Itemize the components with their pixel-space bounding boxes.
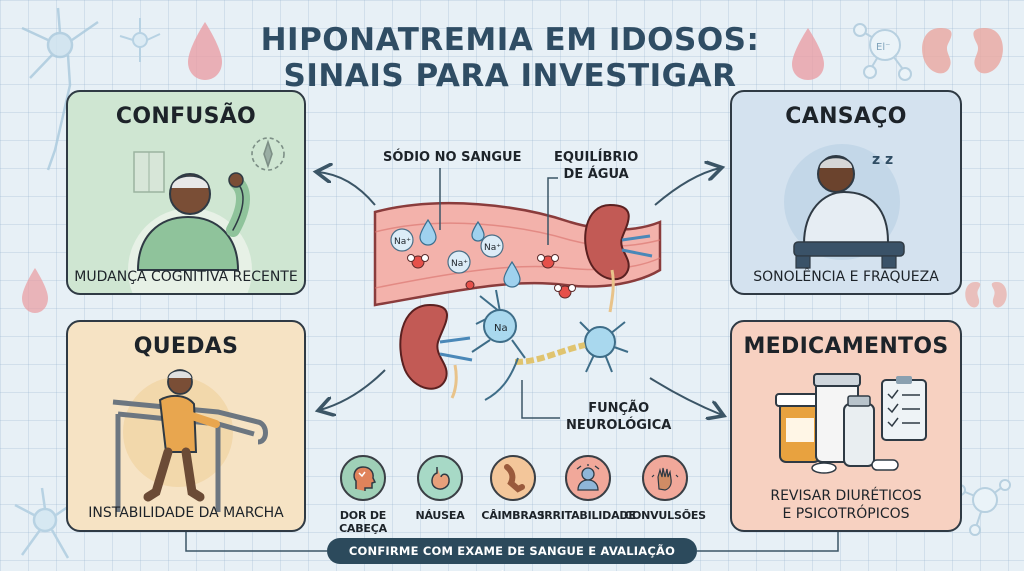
symptom-irritability: IRRITABILIDADE — [540, 455, 636, 522]
angry-person-icon — [576, 464, 600, 491]
sodium-label: SÓDIO NO SANGUE — [383, 150, 522, 165]
neuro-function-line-2: NEUROLÓGICA — [566, 418, 672, 433]
card-meds-title: MEDICAMENTOS — [743, 334, 949, 359]
page-title: HIPONATREMIA EM IDOSOS: SINAIS PARA INVE… — [230, 22, 790, 94]
head-profile-icon — [353, 466, 377, 491]
stomach-icon — [431, 467, 450, 490]
arrow-to-fatigue — [654, 168, 720, 206]
seizures-icon — [642, 455, 688, 501]
kidneys-small-decor-icon — [965, 282, 1007, 308]
confirm-banner: CONFIRME COM EXAME DE SANGUE E AVALIAÇÃO… — [327, 538, 697, 571]
cramps-icon — [490, 455, 536, 501]
water-label-connector — [547, 177, 558, 245]
symptom-nausea: NÁUSEA — [392, 455, 488, 522]
card-falls: QUEDAS INSTABILIDADE DA MARCHA — [66, 320, 306, 532]
sodium-ion-label-2: Na⁺ — [451, 259, 468, 269]
symptom-nausea-label: NÁUSEA — [415, 509, 465, 522]
card-fatigue-title: CANSAÇO — [785, 104, 907, 129]
card-meds-caption: REVISAR DIURÉTICOS E PSICOTRÓPICOS — [732, 487, 960, 523]
symptom-cramps: CÂIMBRAS — [465, 455, 561, 522]
arrow-to-meds — [649, 377, 722, 415]
symptom-irritability-label: IRRITABILIDADE — [540, 509, 636, 522]
card-meds: MEDICAMENTOS REVISAR DIURÉTICOS E PSICOT… — [730, 320, 962, 532]
blood-drop-left-icon — [22, 268, 48, 313]
symptom-cramps-label: CÂIMBRAS — [481, 509, 545, 522]
sodium-ion-label-1: Na⁺ — [394, 237, 411, 247]
card-falls-title: QUEDAS — [133, 334, 239, 359]
water-balance-line-2: DE ÁGUA — [563, 167, 629, 182]
card-fatigue: CANSAÇO z z SONOLÊNCIA E FRAQUEZA — [730, 90, 962, 295]
title-line-1: HIPONATREMIA EM IDOSOS: — [260, 22, 760, 58]
card-meds-caption-line-1: REVISAR DIURÉTICOS — [770, 488, 922, 504]
sodium-ion-label-3: Na⁺ — [484, 243, 501, 253]
electrolyte-molecule-icon — [853, 23, 912, 81]
arrow-to-falls — [320, 369, 386, 410]
water-balance-line-1: EQUILÍBRIO — [554, 150, 639, 165]
neuro-label-connector — [521, 380, 560, 419]
card-meds-caption-line-2: E PSICOTRÓPICOS — [782, 506, 910, 522]
shaking-hand-icon — [651, 467, 679, 491]
kidney-icon — [584, 203, 653, 313]
card-confusion-caption: MUDANÇA COGNITIVA RECENTE — [74, 269, 298, 285]
checklist-icon — [887, 389, 920, 428]
electrolyte-symbol: El⁻ — [876, 42, 890, 53]
symptom-headache-label: DOR DE CABEÇA — [339, 509, 387, 535]
blood-drop-icon — [188, 22, 222, 80]
title-line-2: SINAIS PARA INVESTIGAR — [283, 58, 737, 94]
symptom-seizures-label: CONVULSÕES — [624, 509, 706, 522]
symptom-seizures: CONVULSÕES — [617, 455, 713, 522]
card-confusion: CONFUSÃO MUDANÇA COGNITIVA RECENTE — [66, 90, 306, 295]
kidney-bottom-icon — [399, 303, 473, 399]
irritability-icon — [565, 455, 611, 501]
kidneys-decor-icon — [922, 28, 1003, 74]
medications-illustration — [775, 373, 927, 474]
banner-connector — [185, 532, 839, 552]
water-molecules-icon — [407, 254, 576, 299]
card-confusion-title: CONFUSÃO — [115, 104, 257, 129]
sleep-zzz-icon: z z — [872, 152, 894, 168]
small-neuron-decor-icon — [119, 18, 161, 62]
water-balance-label: EQUILÍBRIO DE ÁGUA — [554, 149, 638, 183]
neuro-function-line-1: FUNÇÃO — [588, 401, 650, 416]
blood-drop-right-icon — [792, 28, 824, 80]
arrow-to-confusion — [318, 172, 376, 206]
water-drops-icon — [419, 218, 521, 288]
neuron-icon — [471, 289, 629, 401]
confused-elder-illustration — [128, 137, 285, 293]
compass-icon — [251, 137, 285, 171]
card-falls-caption: INSTABILIDADE DA MARCHA — [88, 505, 284, 521]
neuron-decor-icon — [21, 7, 99, 171]
neuro-function-label: FUNÇÃO NEUROLÓGICA — [566, 400, 671, 434]
neuron-na-label: Na — [494, 323, 508, 334]
leg-muscle-icon — [504, 464, 525, 493]
nausea-icon — [417, 455, 463, 501]
tired-elder-illustration — [784, 144, 905, 269]
symptom-headache: DOR DE CABEÇA — [315, 455, 411, 535]
card-fatigue-caption: SONOLÊNCIA E FRAQUEZA — [753, 269, 939, 285]
sodium-ions — [390, 228, 504, 274]
headache-icon — [340, 455, 386, 501]
walking-elder-illustration — [112, 369, 268, 512]
